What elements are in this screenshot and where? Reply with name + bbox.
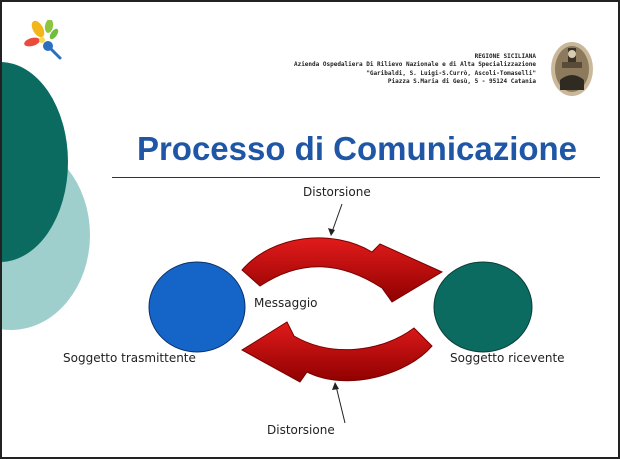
header-line3: Piazza S.Maria di Gesù, 5 - 95124 Catani… — [387, 78, 536, 86]
message-label: Messaggio — [254, 296, 318, 310]
header-line2: "Garibaldi, S. Luigi-S.Currò, Ascoli-Tom… — [366, 69, 536, 77]
page-title: Processo di Comunicazione — [136, 130, 578, 167]
bottom-distortion-pointer — [335, 385, 346, 424]
receiver-label: Soggetto ricevente — [450, 351, 565, 365]
header-region: REGIONE SICILIANA — [474, 53, 536, 60]
header-institution: REGIONE SICILIANA Azienda Ospedaliera Di… — [294, 53, 536, 87]
sender-label: Soggetto trasmittente — [63, 351, 196, 365]
bottom-distortion-label: Distorsione — [267, 423, 335, 437]
top-curved-arrow — [241, 237, 444, 303]
top-distortion-pointer — [331, 203, 343, 233]
regional-seal-icon — [551, 42, 593, 96]
header-line1: Azienda Ospedaliera Di Rilievo Nazionale… — [293, 61, 536, 69]
colorful-flower-logo-icon — [24, 20, 62, 60]
slide-bottom-border — [2, 457, 618, 459]
top-distortion-label: Distorsione — [303, 185, 371, 199]
bottom-curved-arrow — [241, 321, 433, 383]
sender-circle — [148, 261, 246, 353]
title-underline — [112, 177, 600, 178]
slide-top-border — [2, 0, 618, 2]
receiver-circle — [433, 261, 533, 353]
